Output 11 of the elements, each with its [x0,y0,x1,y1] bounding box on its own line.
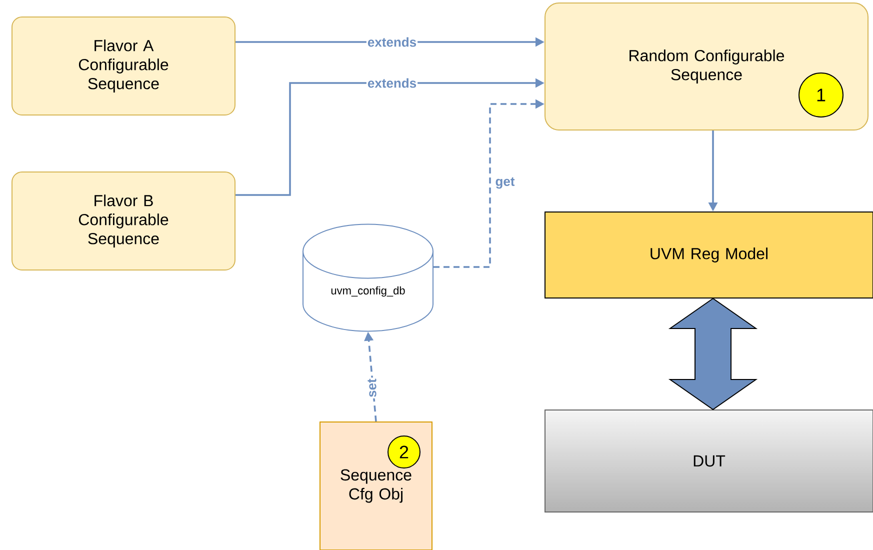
number-badge: 2 [388,436,420,468]
edge-label: extends [366,36,418,48]
edge-label: get [494,176,516,190]
process-box: Flavor B Configurable Sequence [12,172,236,270]
edge-label: extends [366,77,418,89]
number-badge: 1 [798,72,844,118]
edge-label: set [366,378,378,398]
register-model-box: UVM Reg Model [544,212,873,298]
device-box: DUT [544,410,873,512]
process-box: Flavor A Configurable Sequence [12,16,236,116]
database-cylinder: uvm_config_db [302,224,434,332]
